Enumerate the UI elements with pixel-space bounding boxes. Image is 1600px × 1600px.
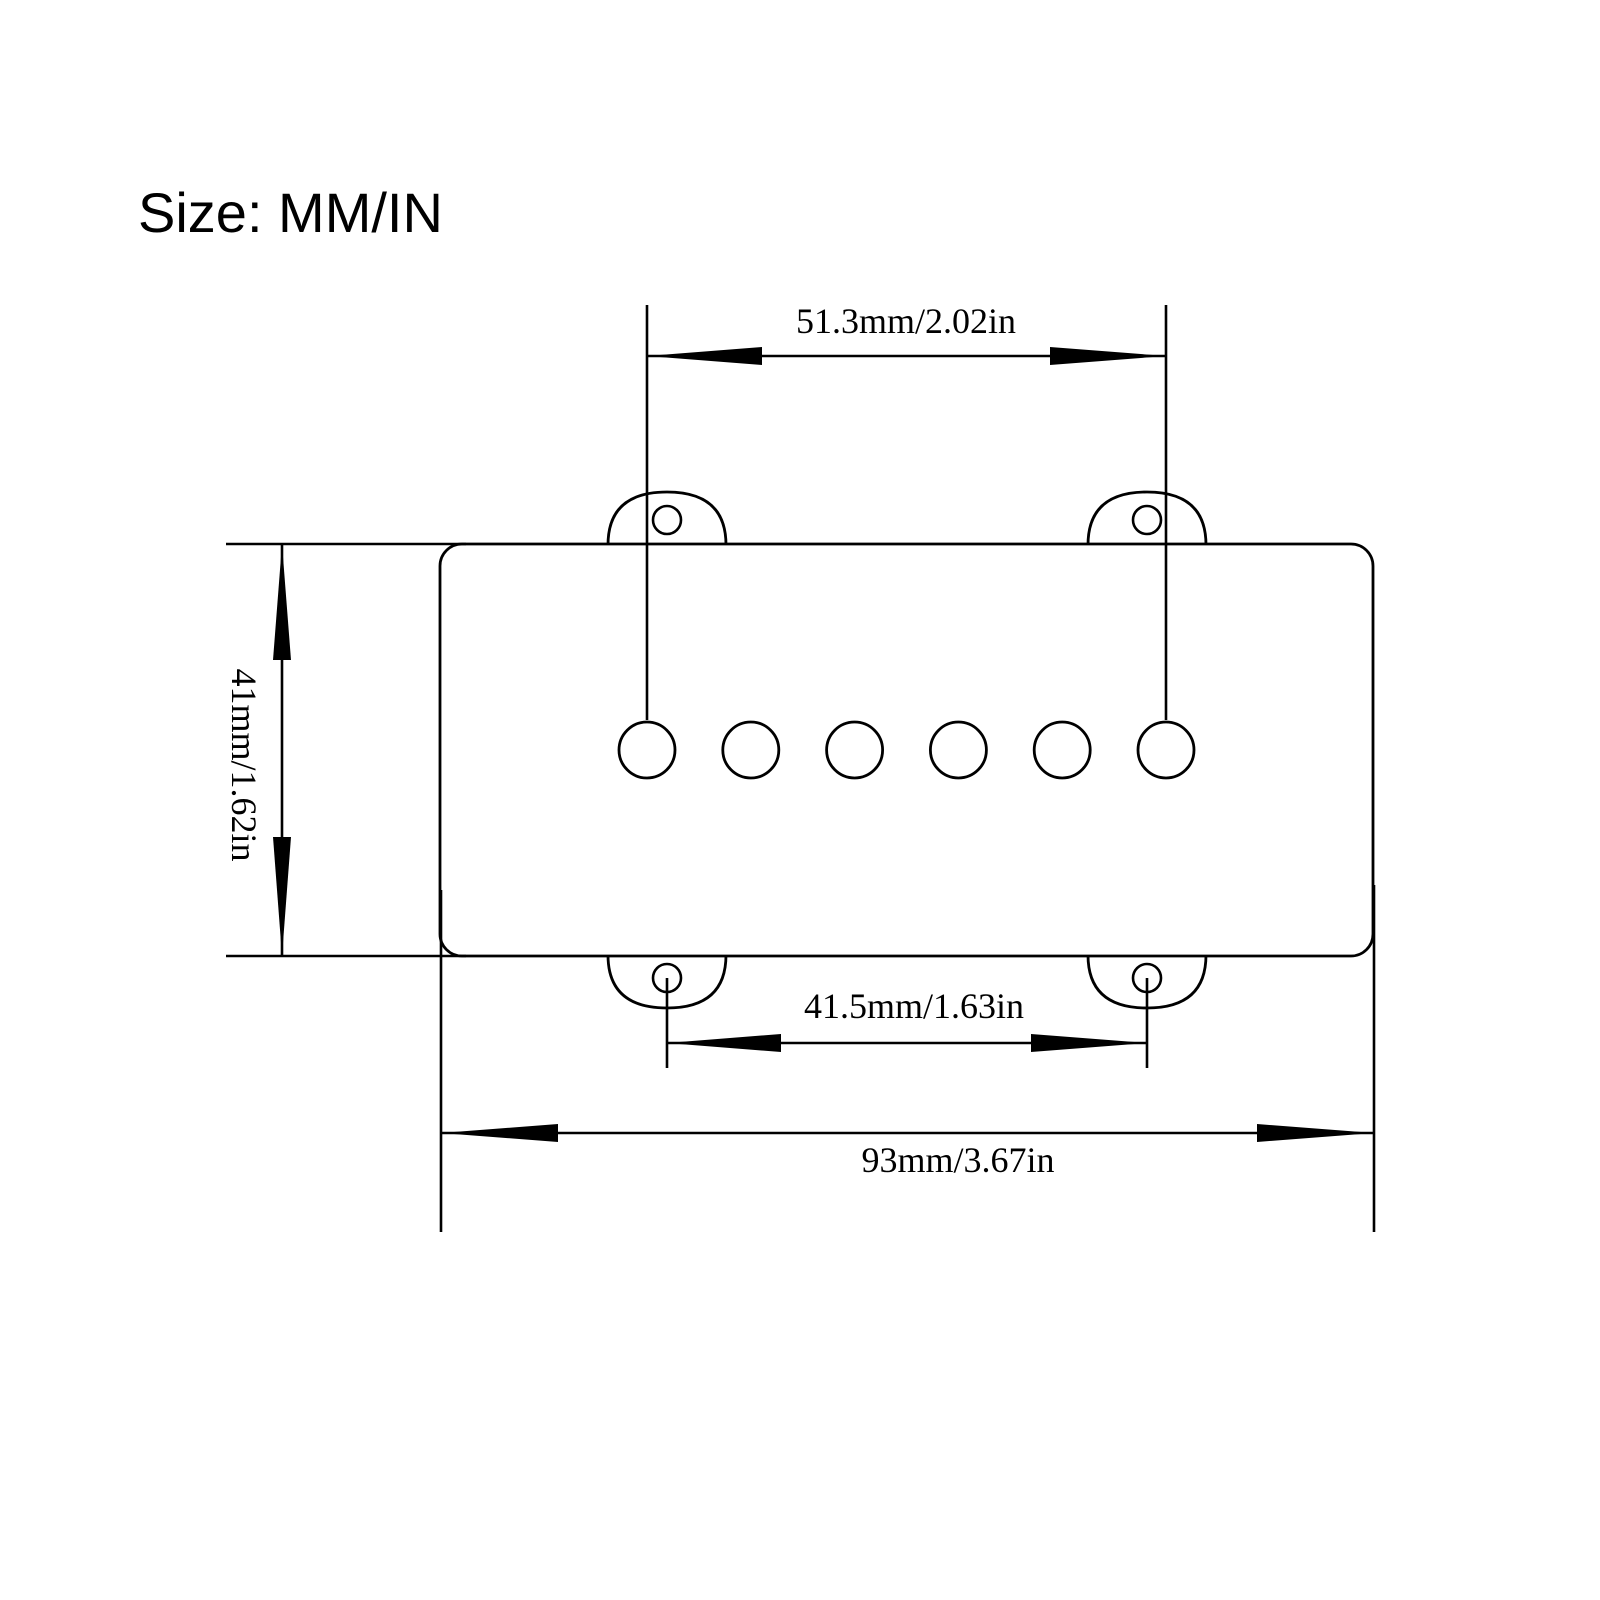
height-dimension: 41mm/1.62in xyxy=(224,542,466,958)
arrow-left xyxy=(647,347,762,365)
arrow-right xyxy=(1257,1124,1374,1142)
arrow-down xyxy=(273,837,291,956)
mount-spacing-label: 41.5mm/1.63in xyxy=(804,986,1024,1026)
width-label: 93mm/3.67in xyxy=(861,1140,1054,1180)
pole-piece-6 xyxy=(1136,720,1196,780)
mounting-holes xyxy=(651,504,1163,994)
pole-piece-1 xyxy=(617,720,677,780)
mount-hole-top-right xyxy=(1131,504,1163,536)
height-label: 41mm/1.62in xyxy=(224,668,264,861)
pickup-cover xyxy=(438,542,1375,958)
page-title: Size: MM/IN xyxy=(138,181,443,244)
overall-width-dimension: 93mm/3.67in xyxy=(439,885,1376,1232)
arrow-right xyxy=(1031,1034,1147,1052)
pole-piece-2 xyxy=(721,720,781,780)
pole-piece-5 xyxy=(1032,720,1092,780)
pole-spacing-label: 51.3mm/2.02in xyxy=(796,301,1016,341)
arrow-left xyxy=(667,1034,781,1052)
pole-piece-3 xyxy=(825,720,884,780)
arrow-right xyxy=(1050,347,1166,365)
mount-hole-top-left xyxy=(651,504,683,536)
arrow-left xyxy=(441,1124,558,1142)
mount-hole-spacing-dimension: 41.5mm/1.63in xyxy=(665,978,1149,1068)
pole-spacing-dimension: 51.3mm/2.02in xyxy=(645,301,1168,720)
arrow-up xyxy=(273,544,291,660)
pole-piece-4 xyxy=(929,720,988,780)
pole-pieces xyxy=(617,720,1196,780)
